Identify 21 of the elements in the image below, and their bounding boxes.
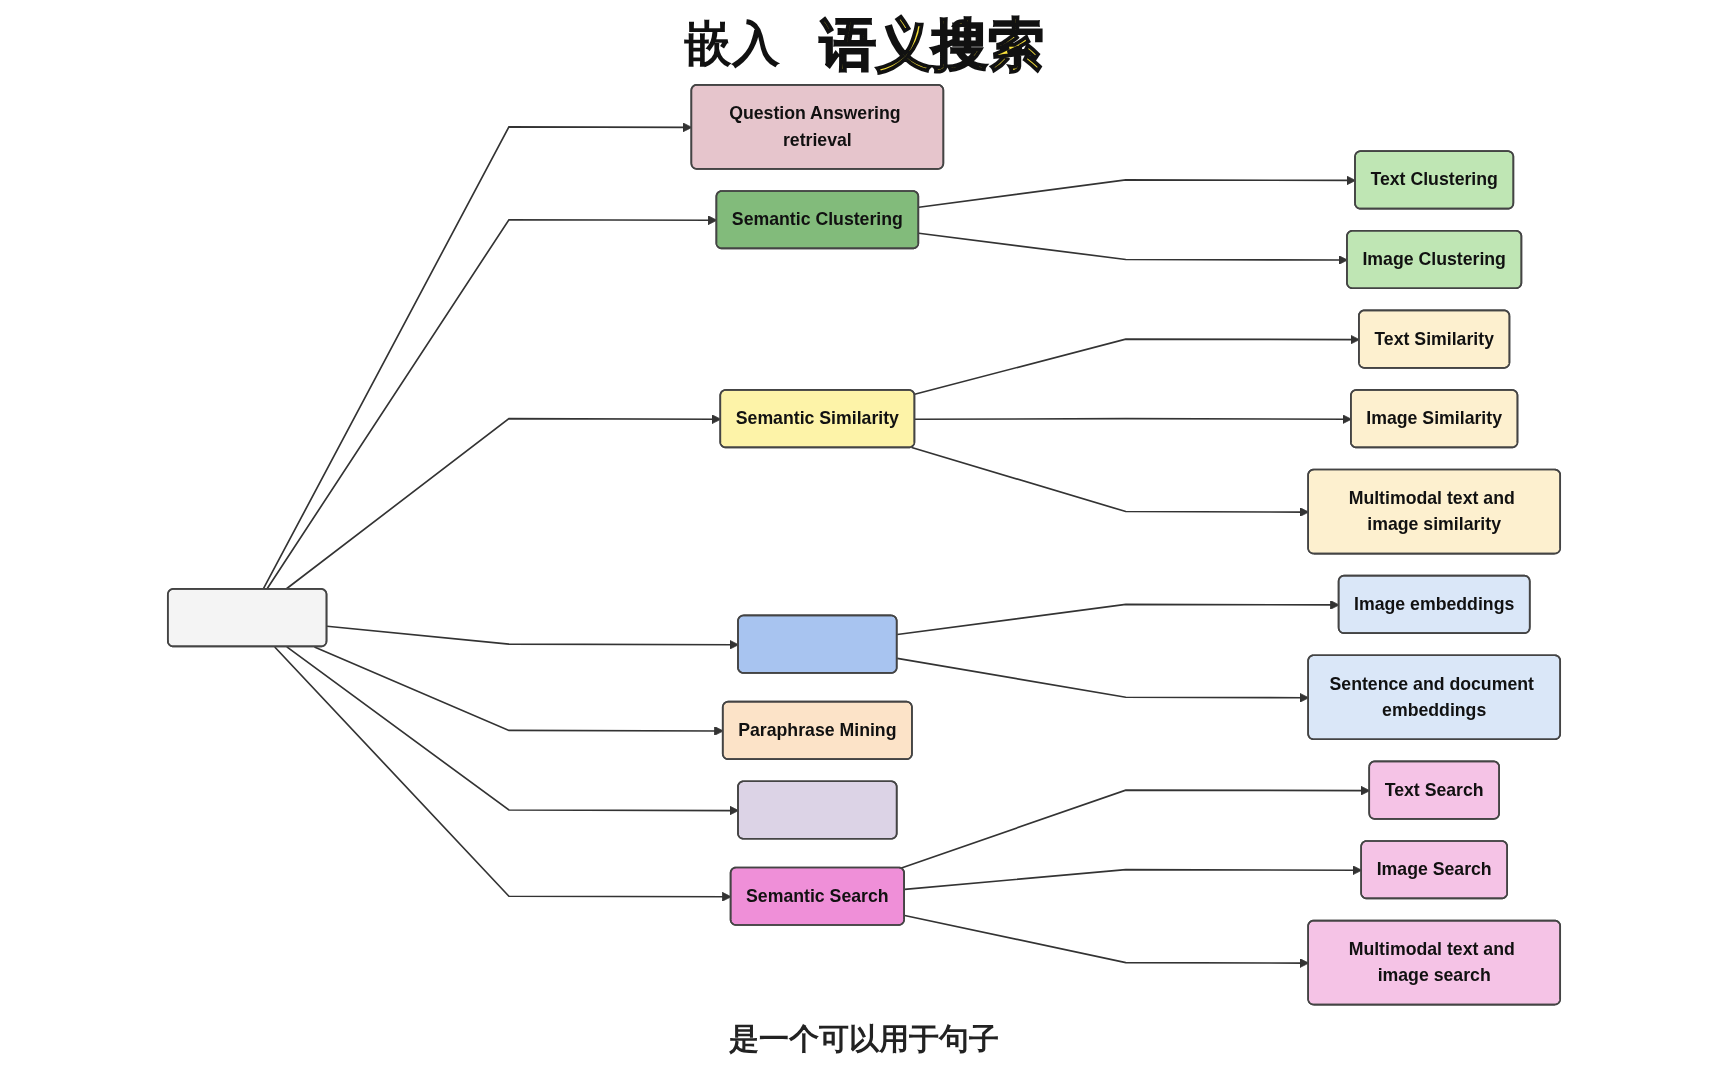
headline-text: 语义搜索 bbox=[820, 14, 1044, 76]
process-box: Image Similarity bbox=[1350, 388, 1519, 448]
empty-box bbox=[737, 780, 898, 840]
process-box: Semantic Search bbox=[729, 866, 905, 926]
process-box: Paraphrase Mining bbox=[721, 700, 913, 760]
process-box: Question Answering retrieval bbox=[690, 83, 945, 170]
empty-box bbox=[167, 587, 328, 647]
process-box: Sentence and document embeddings bbox=[1307, 654, 1561, 740]
process-box: Image Search bbox=[1360, 839, 1508, 899]
process-box: Text Clustering bbox=[1354, 149, 1515, 210]
process-box: Semantic Clustering bbox=[715, 189, 920, 249]
empty-box bbox=[737, 614, 898, 674]
subtitle-text: 是一个可以用于句子 bbox=[729, 1022, 999, 1055]
process-box: Text Similarity bbox=[1358, 309, 1511, 369]
process-box: Text Search bbox=[1368, 760, 1500, 820]
process-box: Semantic Similarity bbox=[719, 388, 916, 448]
process-box: Multimodal text and image similarity bbox=[1307, 468, 1561, 554]
process-box: Multimodal text and image search bbox=[1307, 919, 1561, 1005]
process-box: Image Clustering bbox=[1346, 229, 1523, 289]
process-box: Image embeddings bbox=[1337, 574, 1531, 634]
headline-text: 嵌入 bbox=[684, 18, 780, 72]
